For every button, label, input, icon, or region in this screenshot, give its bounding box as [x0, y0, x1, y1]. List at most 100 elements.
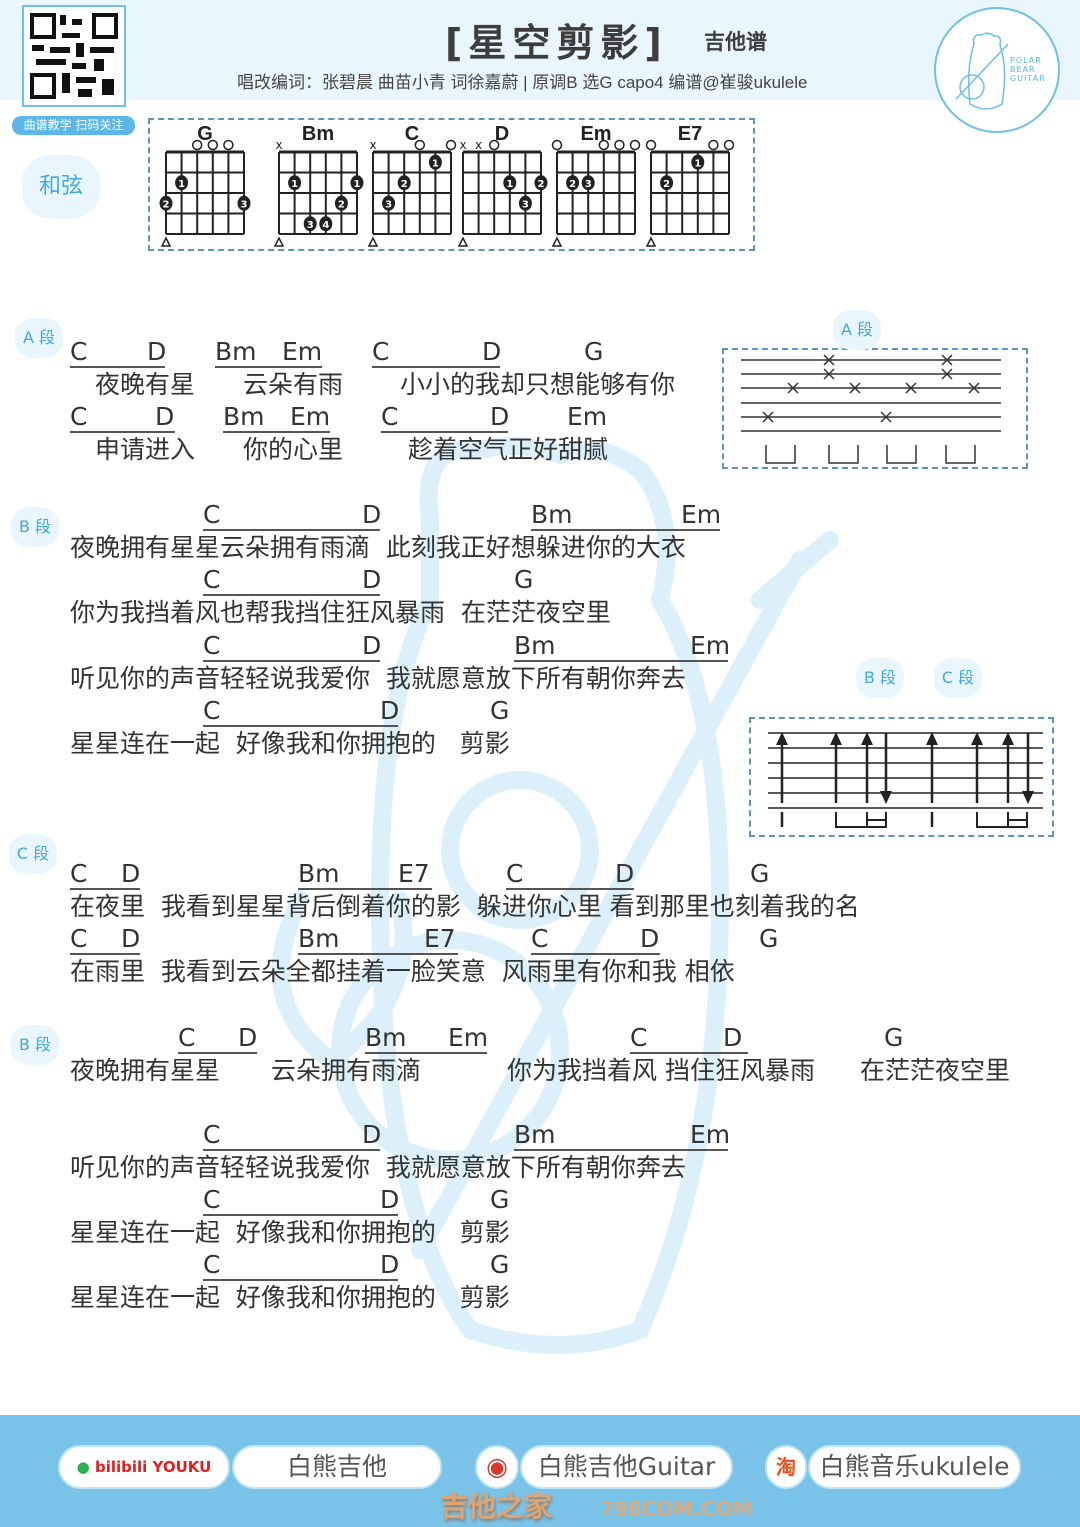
chord-diagram-name: E7 — [678, 123, 702, 145]
finger-dot-icon — [534, 175, 548, 191]
open-string-icon — [629, 139, 641, 151]
chord-name: C — [203, 565, 221, 594]
chord-diagram-name: G — [197, 123, 213, 145]
account-pill-3[interactable]: 白熊音乐ukulele — [808, 1445, 1021, 1489]
pluck-x-icon — [941, 368, 953, 380]
finger-dot-icon — [334, 195, 348, 211]
account-pill-1[interactable]: 白熊吉他 — [232, 1445, 442, 1489]
chord-name: Em — [448, 1023, 489, 1052]
chord-name: C — [531, 924, 549, 953]
finger-dot-icon — [237, 195, 251, 211]
open-string-icon — [551, 139, 563, 151]
beam-icon — [945, 445, 976, 464]
credits: 唱改编词：张碧晨 曲苗小青 词徐嘉蔚 | 原调B 选G capo4 编谱@崔骏u… — [237, 73, 808, 92]
pluck-x-icon — [905, 382, 917, 394]
chord-name: D — [380, 1185, 400, 1214]
lyric-line: 你为我挡着风 挡住狂风暴雨 — [507, 1056, 815, 1085]
chord-underline — [70, 366, 165, 368]
arrow-up-icon — [971, 732, 983, 745]
finger-dot-icon — [303, 216, 317, 232]
finger-dot-icon — [319, 216, 333, 232]
chord-underline — [298, 888, 432, 890]
pattern-section-label: C 段 — [934, 658, 982, 698]
chord-name: G — [759, 924, 779, 953]
capo-triangle-icon — [367, 236, 379, 247]
chord-underline — [372, 366, 500, 368]
lyric-line: 夜晚拥有星星云朵拥有雨滴 此刻我正好想躲进你的大衣 — [70, 533, 686, 562]
capo-triangle-icon — [457, 236, 469, 247]
chord-name: E7 — [398, 859, 430, 888]
taobao-icon[interactable]: 淘 — [765, 1445, 807, 1489]
finger-dot-icon — [503, 175, 517, 191]
beam-icon — [976, 812, 1028, 828]
polar-bear-guitar-logo — [934, 7, 1060, 133]
chord-name: G — [750, 859, 770, 888]
finger-dot-icon — [159, 195, 173, 211]
finger-number: 1 — [506, 179, 513, 190]
chord-name: D — [723, 1023, 743, 1052]
lyric-line: 夜晚拥有星星 — [70, 1056, 221, 1085]
chord-name: C — [178, 1023, 196, 1052]
chord-underline — [514, 1149, 728, 1151]
open-string-icon — [445, 139, 457, 151]
chord-name: C — [70, 337, 88, 366]
chord-name: G — [490, 1250, 510, 1279]
chord-name: D — [482, 337, 502, 366]
logo-text: POLAR BEAR GUITAR — [1010, 56, 1046, 83]
finger-number: 3 — [522, 199, 529, 210]
chord-name: D — [380, 696, 400, 725]
section-label: B 段 — [11, 507, 59, 547]
finger-dot-icon — [382, 195, 396, 211]
finger-number: 4 — [322, 220, 329, 231]
site-watermark: 吉他之家 — [440, 1490, 553, 1523]
arrow-up-icon — [830, 732, 842, 745]
open-string-icon — [598, 139, 610, 151]
finger-number: 2 — [401, 179, 408, 190]
chord-name: Em — [690, 631, 731, 660]
open-string-icon — [488, 139, 500, 151]
arrow-down-icon — [1022, 791, 1034, 804]
chord-name: D — [121, 924, 141, 953]
chord-name: G — [490, 696, 510, 725]
finger-dot-icon — [581, 175, 595, 191]
muted-string-icon: x — [275, 138, 282, 152]
chord-name: G — [884, 1023, 904, 1052]
chord-name: Bm — [298, 859, 340, 888]
arrow-up-icon — [776, 732, 788, 745]
chord-name: Em — [567, 402, 608, 431]
lyric-line: 云朵有雨 — [243, 370, 344, 399]
chord-name: C — [70, 402, 88, 431]
chord-name: D — [640, 924, 660, 953]
pluck-x-icon — [968, 382, 980, 394]
finger-number: 3 — [385, 199, 392, 210]
finger-number: 3 — [585, 179, 592, 190]
finger-number: 1 — [291, 179, 298, 190]
qr-code[interactable] — [22, 5, 126, 107]
lyric-line: 在夜里 我看到星星背后倒着你的影 躲进你心里 看到那里也刻着我的名 — [70, 892, 860, 921]
muted-string-icon: x — [475, 138, 482, 152]
muted-string-icon: x — [369, 138, 376, 152]
chord-underline — [365, 1052, 487, 1054]
chord-name: D — [155, 402, 175, 431]
weibo-icon[interactable]: ◉ — [475, 1445, 519, 1489]
wechat-icon: ● — [76, 1458, 90, 1476]
lyric-line: 听见你的声音轻轻说我爱你 我就愿意放下所有朝你奔去 — [70, 664, 686, 693]
muted-string-icon: x — [459, 138, 466, 152]
chord-diagrams-box — [148, 118, 755, 251]
chord-name: D — [121, 859, 141, 888]
beam-icon — [765, 445, 796, 464]
finger-dot-icon — [350, 175, 364, 191]
finger-number: 2 — [569, 179, 576, 190]
chord-underline — [70, 431, 175, 433]
lyric-line: 趁着空气正好甜腻 — [408, 435, 609, 464]
finger-number: 2 — [538, 179, 545, 190]
chord-name: Bm — [223, 402, 265, 431]
account-pill-2[interactable]: 白熊吉他Guitar — [520, 1445, 733, 1489]
logo-text-line: BEAR — [1010, 65, 1036, 74]
chord-name: D — [238, 1023, 258, 1052]
beam-icon — [886, 445, 917, 464]
platforms-pill[interactable]: ● bilibili YOUKU — [58, 1445, 230, 1489]
strum-pattern-a — [741, 354, 1001, 464]
finger-dot-icon — [288, 175, 302, 191]
